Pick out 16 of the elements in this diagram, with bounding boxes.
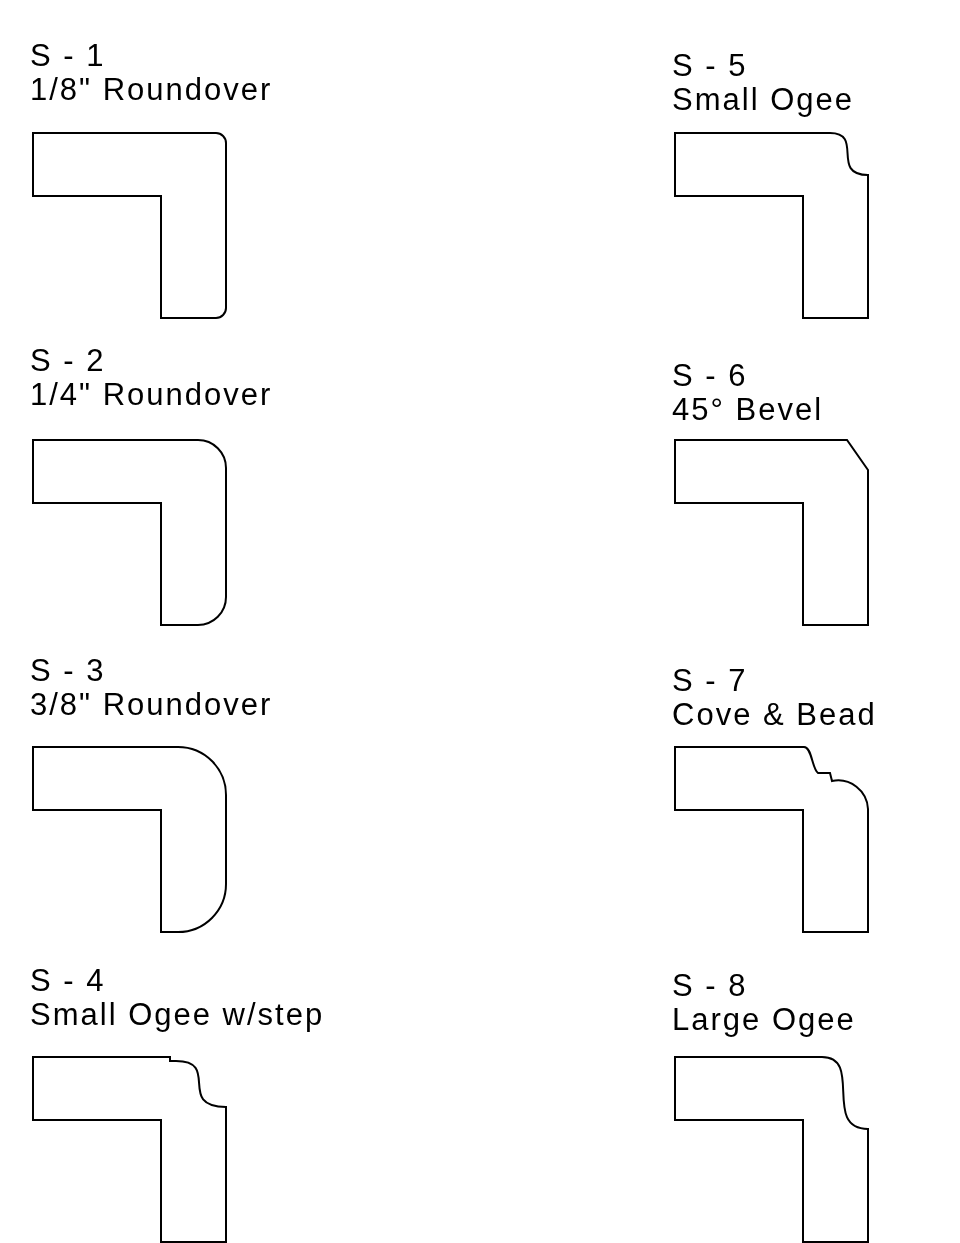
profile-number: S - 6 (672, 360, 748, 392)
profile-number: S - 5 (672, 50, 748, 82)
profile-name: 3/8" Roundover (30, 689, 273, 721)
profile-number: S - 8 (672, 970, 748, 1002)
profile-number: S - 7 (672, 665, 748, 697)
profile-name: 1/8" Roundover (30, 74, 273, 106)
profile-name: Large Ogee (672, 1004, 856, 1036)
profile-name: Small Ogee w/step (30, 999, 325, 1031)
profile-number: S - 4 (30, 965, 106, 997)
profile-number: S - 3 (30, 655, 106, 687)
profile-name: Cove & Bead (672, 699, 877, 731)
profile-number: S - 2 (30, 345, 106, 377)
profile-name: 45° Bevel (672, 394, 824, 426)
profile-name: Small Ogee (672, 84, 854, 116)
profile-name: 1/4" Roundover (30, 379, 273, 411)
profile-number: S - 1 (30, 40, 106, 72)
